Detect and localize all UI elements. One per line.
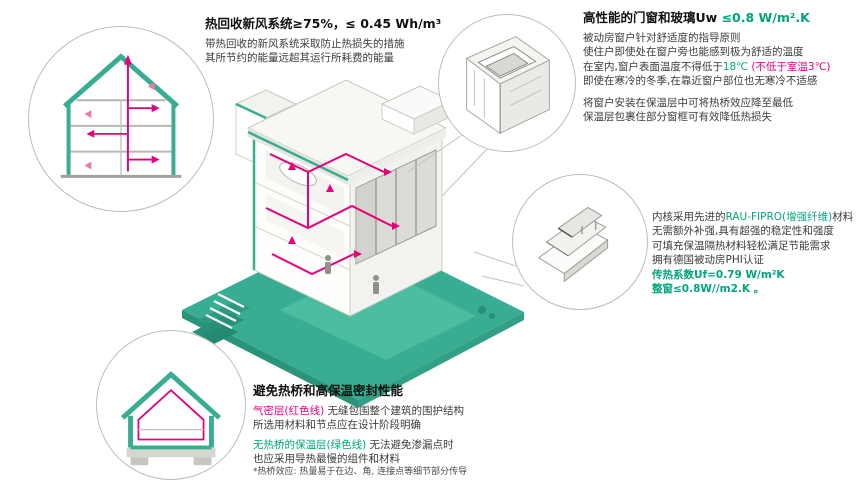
thermal-text-block: 避免热桥和高保温密封性能 气密层(红色线) 无缝包围整个建筑的围护结构 所选用材… xyxy=(253,383,583,478)
windows-title: 高性能的门窗和玻璃Uw ≤0.8 W/m².K xyxy=(583,10,861,26)
windows-para2-line2: 保温层包裹住部分窗框可有效降低热损失 xyxy=(583,111,772,124)
windows-temp-note: (不低于室温3℃) xyxy=(748,60,831,73)
profile-line3: 可填充保温隔热材料轻松满足节能需求 xyxy=(652,239,831,252)
windows-text-block: 高性能的门窗和玻璃Uw ≤0.8 W/m².K 被动房窗户针对舒适度的指导原则 … xyxy=(583,10,861,125)
windows-title-value: ≤0.8 W/m².K xyxy=(721,10,810,25)
exterior-stairs-icon xyxy=(205,293,245,329)
profile-line1-highlight: RAU-FIPRO(增强纤维) xyxy=(725,211,833,223)
ventilation-callout-circle xyxy=(28,26,214,212)
profile-line1-prefix: 内核采用先进的 xyxy=(652,211,726,223)
profile-line4: 拥有德国被动房PHI认证 xyxy=(652,254,764,267)
window-detail-callout-circle xyxy=(438,14,576,152)
ventilation-body-line2: 其所节约的能量远超其运行所耗费的能量 xyxy=(205,52,394,65)
windows-para2-line1: 将窗户安装在保温层中可将热桥效应降至最低 xyxy=(583,96,793,109)
windows-temp-prefix: 在室内,窗户表面温度不得低于 xyxy=(583,60,723,73)
windows-temp-line: 在室内,窗户表面温度不得低于18℃ (不低于室温3℃) xyxy=(583,60,861,74)
ventilation-section-icon xyxy=(60,53,182,178)
window-frame-profile-icon xyxy=(537,206,609,283)
house-roof-slab xyxy=(246,79,448,185)
thermal-airtight-line2: 所选用材料和节点应在设计阶段明确 xyxy=(253,419,421,432)
thermal-airtight-line1: 气密层(红色线) 无缝包围整个建筑的围护结构 xyxy=(253,404,583,418)
human-figures-icon xyxy=(325,255,379,294)
insulation-layer-label: 无热桥的保温层(绿色线) xyxy=(253,438,367,451)
profile-line1-suffix: 材料 xyxy=(832,211,854,223)
windows-para1-end: 即使在寒冷的冬季,在靠近窗户部位也无寒冷不适感 xyxy=(583,75,818,88)
ventilation-body-line1: 带热回收的新风系统采取防止热损失的措施 xyxy=(205,37,405,50)
ventilation-ducts-icon xyxy=(265,152,393,276)
profile-text-block: 内核采用先进的RAU-FIPRO(增强纤维)材料 无需额外补强,具有超强的稳定性… xyxy=(652,210,864,297)
profile-line2: 无需额外补强,具有超强的稳定性和强度 xyxy=(652,225,834,238)
ventilation-text-block: 热回收新风系统≥75%，≤ 0.45 Wh/m³ 带热回收的新风系统采取防止热损… xyxy=(205,16,475,66)
insulation-section-icon xyxy=(121,371,221,466)
profile-uf-value: 传热系数Uf=0.79 W/m²K xyxy=(652,268,785,281)
thermal-insulation-line2: 也应采用导热最慢的组件和材料 xyxy=(253,453,400,466)
ventilation-title: 热回收新风系统≥75%，≤ 0.45 Wh/m³ xyxy=(205,16,442,31)
thermal-insulation-line1: 无热桥的保温层(绿色线) 无法避免渗漏点时 xyxy=(253,438,583,452)
thermal-footnote: *热桥效应: 热量易于在边、角, 连接点等细节部分传导 xyxy=(253,466,468,477)
airtight-layer-text: 无缝包围整个建筑的围护结构 xyxy=(324,404,465,417)
windows-para1-line2: 使住户即使处在窗户旁也能感到极为舒适的温度 xyxy=(583,46,804,59)
plants-icon xyxy=(478,306,495,319)
house-cutaway-illustration xyxy=(182,79,524,408)
thermal-title: 避免热桥和高保温密封性能 xyxy=(253,383,404,398)
windows-para1-line1: 被动房窗户针对舒适度的指导原则 xyxy=(583,31,741,44)
frame-profile-callout-circle xyxy=(512,174,648,310)
duct-arrows-icon xyxy=(288,162,400,258)
insulation-layer-text: 无法避免渗漏点时 xyxy=(366,438,454,451)
profile-uw-value: 整窗≤0.8W//m2.K 。 xyxy=(652,283,765,296)
airtight-layer-label: 气密层(红色线) xyxy=(253,404,325,417)
windows-temp-value: 18℃ xyxy=(722,60,748,73)
windows-title-prefix: 高性能的门窗和玻璃Uw xyxy=(583,10,722,25)
window-corner-detail-icon xyxy=(465,36,551,135)
profile-line1: 内核采用先进的RAU-FIPRO(增强纤维)材料 xyxy=(652,210,864,224)
thermal-bridge-callout-circle xyxy=(96,330,246,480)
